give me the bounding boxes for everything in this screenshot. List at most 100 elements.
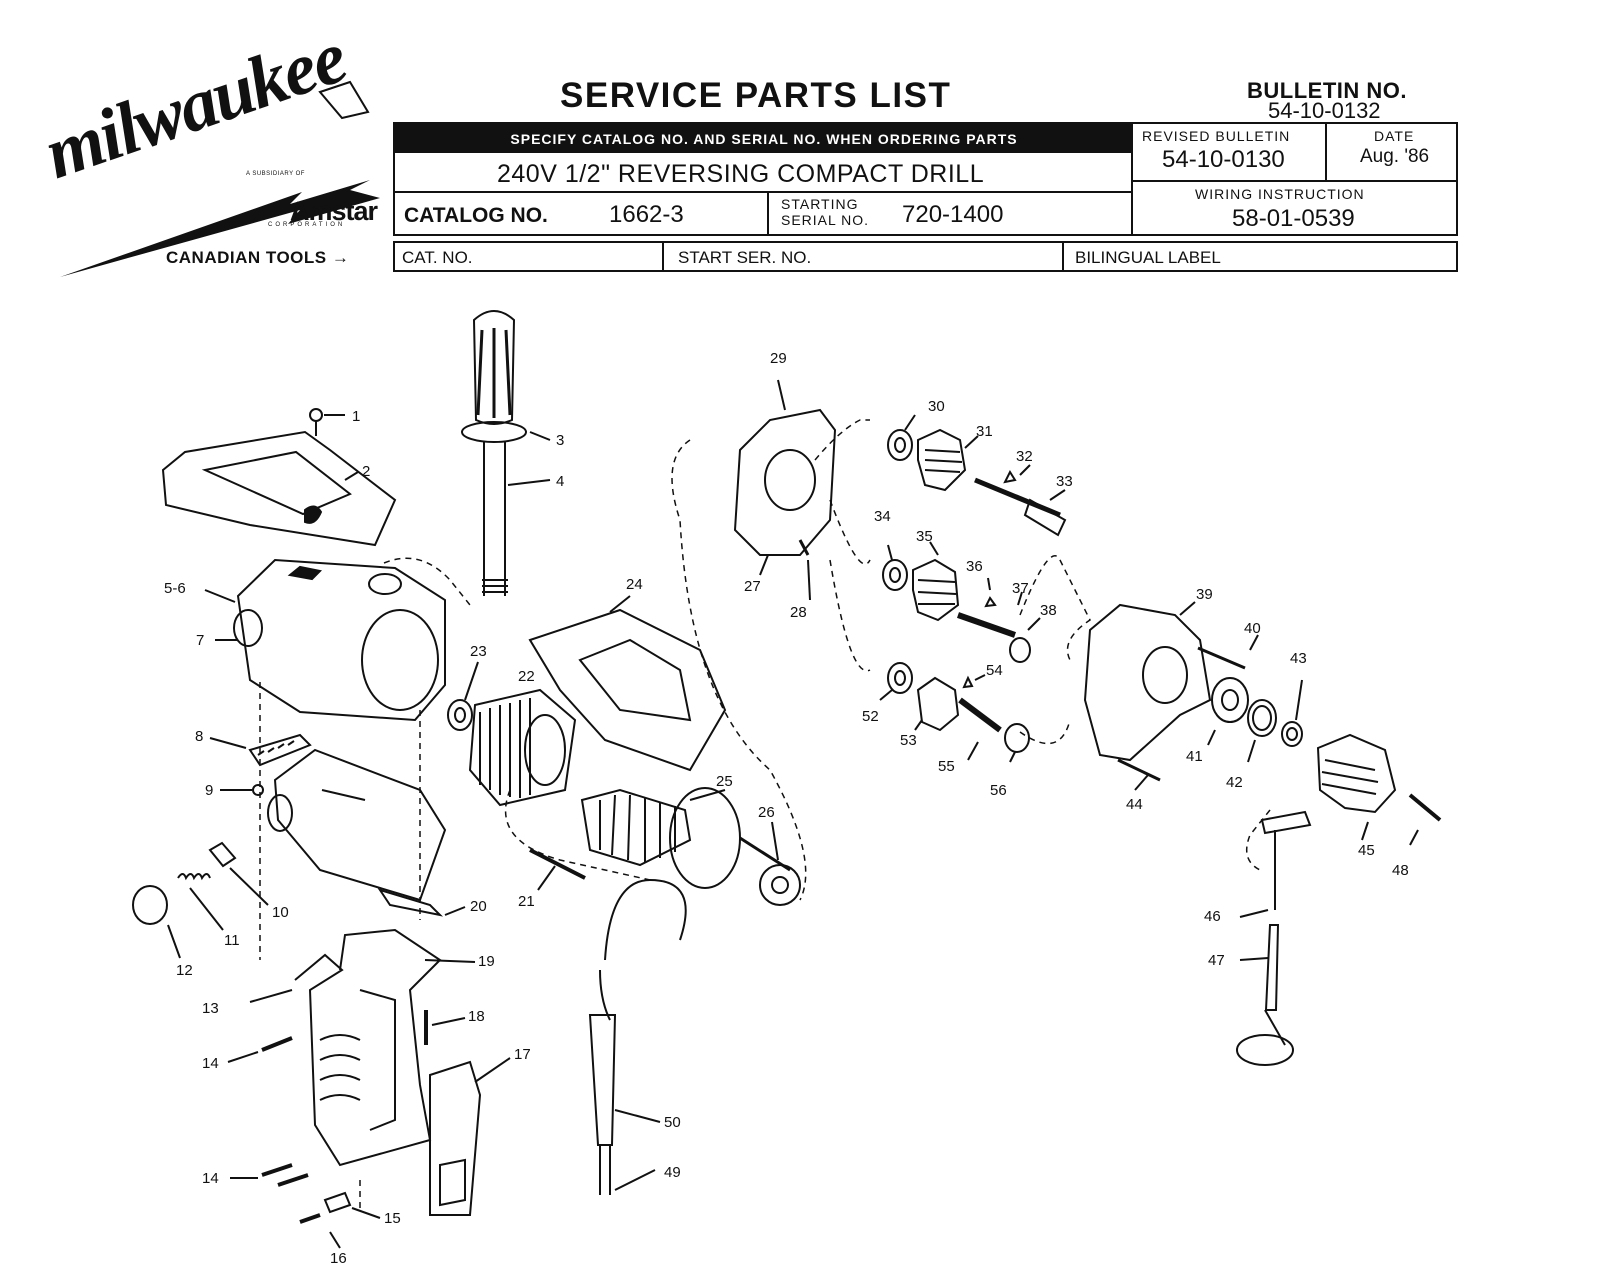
chuck-key-part bbox=[1236, 810, 1312, 1066]
amstar-corporation-text: CORPORATION bbox=[268, 222, 346, 228]
screw-part bbox=[1117, 634, 1259, 791]
screw-part bbox=[309, 408, 345, 436]
part-number-label: 10 bbox=[272, 904, 289, 921]
part-number-label: 42 bbox=[1226, 774, 1243, 791]
part-number-label: 54 bbox=[986, 662, 1003, 679]
gear-plate-part bbox=[733, 379, 837, 601]
power-cord-part bbox=[588, 878, 687, 1195]
part-number-label: 2 bbox=[362, 463, 371, 480]
part-number-label: 48 bbox=[1392, 862, 1409, 879]
specify-notice-bar: SPECIFY CATALOG NO. AND SERIAL NO. WHEN … bbox=[395, 124, 1133, 153]
part-number-label: 43 bbox=[1290, 650, 1307, 667]
part-number-label: 9 bbox=[205, 782, 214, 799]
part-number-label: 33 bbox=[1056, 473, 1073, 490]
divider-vertical bbox=[1131, 122, 1133, 236]
date-label: DATE bbox=[1374, 128, 1415, 144]
part-number-label: 36 bbox=[966, 558, 983, 575]
amstar-wordmark: Amstar bbox=[290, 196, 378, 226]
bulletin-label: BULLETIN NO. bbox=[1247, 78, 1407, 103]
lightning-bolt-icon bbox=[60, 80, 380, 277]
part-number-label: 1 bbox=[352, 408, 361, 425]
part-number-label: 14 bbox=[202, 1055, 219, 1072]
gear-part bbox=[882, 541, 960, 622]
part-number-label: 11 bbox=[224, 932, 240, 949]
chuck-part bbox=[1316, 733, 1442, 846]
specify-notice-text: SPECIFY CATALOG NO. AND SERIAL NO. WHEN … bbox=[510, 130, 1018, 147]
part-number-label: 26 bbox=[758, 804, 775, 821]
assembly-leader-lines bbox=[259, 419, 1271, 1210]
part-number-label: 17 bbox=[514, 1046, 531, 1063]
part-number-label: 49 bbox=[664, 1164, 681, 1181]
part-number-label: 3 bbox=[556, 432, 565, 449]
spring-part bbox=[209, 733, 312, 767]
milwaukee-logo bbox=[50, 72, 395, 282]
starting-label: STARTING bbox=[781, 196, 859, 212]
part-number-label: 8 bbox=[195, 728, 204, 745]
catalog-label: CATALOG NO. bbox=[404, 204, 548, 227]
part-number-label: 52 bbox=[862, 708, 879, 725]
canadian-ser-label: START SER. NO. bbox=[678, 248, 812, 267]
bulletin-number: 54-10-0132 bbox=[1268, 98, 1381, 123]
part-number-label: 30 bbox=[928, 398, 945, 415]
shaft-part bbox=[957, 577, 1041, 663]
header-info-box bbox=[393, 122, 1458, 236]
handle-part bbox=[249, 928, 476, 1167]
part-number-label: 41 bbox=[1186, 748, 1203, 765]
part-number-label: 18 bbox=[468, 1008, 485, 1025]
top-cover-part bbox=[161, 430, 397, 547]
part-number-label: 20 bbox=[470, 898, 487, 915]
field-part bbox=[468, 688, 577, 807]
revised-bulletin-label: REVISED BULLETIN bbox=[1142, 128, 1291, 144]
brush-assembly-part bbox=[132, 841, 269, 959]
part-number-label: 53 bbox=[900, 732, 917, 749]
part-number-label: 14 bbox=[202, 1170, 219, 1187]
part-number-label: 35 bbox=[916, 528, 933, 545]
armature-part bbox=[580, 787, 791, 889]
part-number-label: 55 bbox=[938, 758, 955, 775]
switch-part bbox=[429, 1057, 511, 1216]
gear-housing-part bbox=[204, 558, 446, 722]
part-number-label: 29 bbox=[770, 350, 787, 367]
divider-vertical bbox=[662, 241, 664, 272]
baffle-part bbox=[528, 595, 727, 772]
gear-case-part bbox=[1083, 601, 1212, 762]
pin-part bbox=[529, 848, 586, 891]
document-title: SERVICE PARTS LIST bbox=[560, 76, 952, 115]
gear-part bbox=[879, 662, 1030, 763]
part-number-label: 45 bbox=[1358, 842, 1375, 859]
spindle-part bbox=[974, 464, 1067, 537]
gear-part bbox=[887, 414, 979, 492]
part-number-label: 22 bbox=[518, 668, 535, 685]
part-number-label: 15 bbox=[384, 1210, 401, 1227]
side-handle-part bbox=[461, 310, 551, 596]
product-name: 240V 1/2" REVERSING COMPACT DRILL bbox=[497, 160, 985, 188]
wiring-instruction-number: 58-01-0539 bbox=[1232, 205, 1355, 232]
part-number-label: 37 bbox=[1012, 580, 1029, 597]
part-number-label: 34 bbox=[874, 508, 891, 525]
bearing-part bbox=[759, 821, 801, 906]
arrow-right-icon: → bbox=[331, 248, 350, 267]
divider-vertical bbox=[1325, 122, 1327, 182]
part-number-label: 27 bbox=[744, 578, 761, 595]
screw-part bbox=[227, 1010, 466, 1249]
serial-label: SERIAL NO. bbox=[781, 212, 870, 228]
field-housing-part bbox=[267, 748, 466, 917]
part-number-label: 19 bbox=[478, 953, 495, 970]
canadian-info-row bbox=[393, 241, 1458, 272]
part-number-label: 16 bbox=[330, 1250, 347, 1267]
canadian-tools-text: CANADIAN TOOLS bbox=[166, 248, 327, 267]
catalog-number: 1662-3 bbox=[609, 201, 684, 228]
date-value: Aug. '86 bbox=[1360, 146, 1430, 167]
part-number-label: 4 bbox=[556, 473, 565, 490]
part-number-label: 28 bbox=[790, 604, 807, 621]
part-number-label: 13 bbox=[202, 1000, 219, 1017]
part-number-label: 31 bbox=[976, 423, 993, 440]
part-number-label: 38 bbox=[1040, 602, 1057, 619]
wiring-instruction-label: WIRING INSTRUCTION bbox=[1195, 186, 1365, 202]
bearing-part bbox=[447, 661, 479, 731]
part-number-label: 40 bbox=[1244, 620, 1261, 637]
divider-vertical bbox=[1062, 241, 1064, 272]
amstar-subsidiary-text: A SUBSIDIARY OF bbox=[246, 171, 305, 177]
part-number-label: 47 bbox=[1208, 952, 1225, 969]
